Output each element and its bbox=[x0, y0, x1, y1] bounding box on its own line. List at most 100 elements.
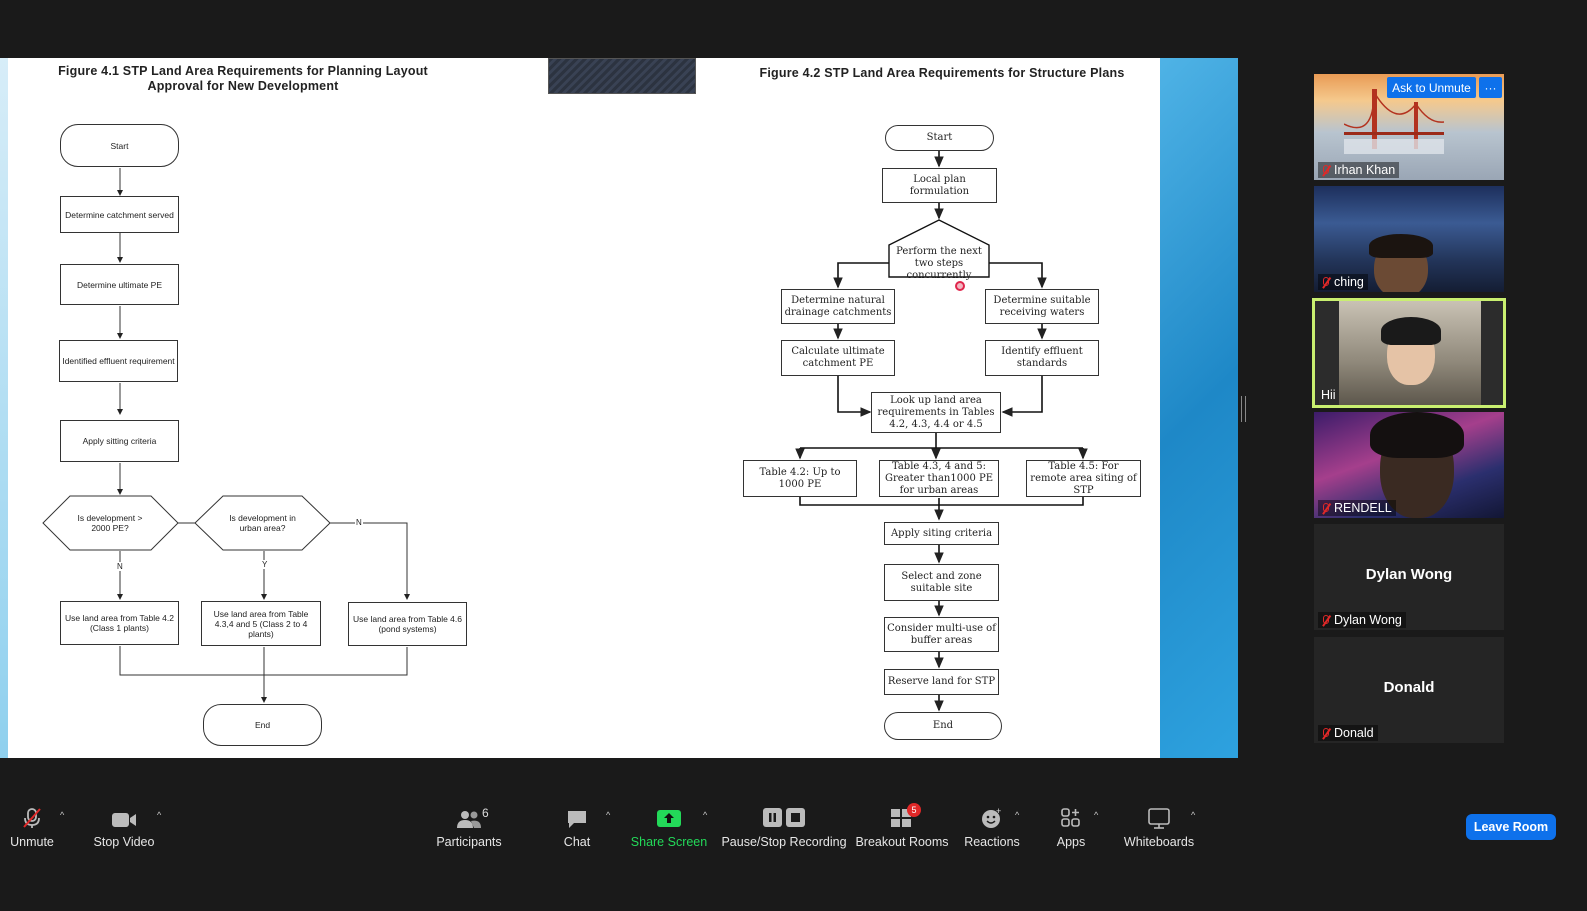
concurrent-steps-shape bbox=[888, 219, 990, 278]
ask-to-unmute-button[interactable]: Ask to Unmute bbox=[1387, 77, 1476, 98]
right-end-node: End bbox=[884, 712, 1002, 740]
label-yes-urban: Y bbox=[261, 560, 269, 569]
buffer-areas-node: Consider multi-use of buffer areas bbox=[884, 617, 999, 652]
decision-pe-label: Is development > 2000 PE? bbox=[77, 513, 143, 533]
lookup-land-area-node: Look up land area requirements in Tables… bbox=[871, 392, 1001, 433]
chat-options-chevron-icon[interactable]: ^ bbox=[606, 810, 611, 820]
shared-screen: Figure 4.1 STP Land Area Requirements fo… bbox=[0, 58, 1238, 758]
participants-button[interactable]: 6 Participants bbox=[436, 805, 502, 849]
determine-catchment-node: Determine catchment served bbox=[60, 196, 179, 233]
natural-drainage-node: Determine natural drainage catchments bbox=[781, 289, 895, 324]
video-options-chevron-icon[interactable]: ^ bbox=[157, 810, 162, 820]
participant-name-tag: ching bbox=[1318, 274, 1368, 290]
pause-stop-recording-button[interactable]: Pause/Stop Recording bbox=[721, 800, 847, 853]
breakout-rooms-button[interactable]: 5 Breakout Rooms bbox=[855, 803, 949, 849]
participant-tile-dylan-wong[interactable]: Dylan Wong Dylan Wong bbox=[1314, 524, 1504, 630]
table-4-5-node: Table 4.5: For remote area siting of STP bbox=[1026, 460, 1141, 497]
participant-name-tag: Hii bbox=[1321, 388, 1336, 402]
participant-tile-ching[interactable]: ching bbox=[1314, 186, 1504, 292]
use-table-4-3-node: Use land area from Table 4.3,4 and 5 (Cl… bbox=[201, 601, 321, 646]
participant-display-name: Dylan Wong bbox=[1365, 565, 1453, 583]
apps-button[interactable]: Apps bbox=[1052, 800, 1090, 853]
golden-gate-background-icon bbox=[1344, 89, 1444, 154]
effluent-standards-node: Identify effluent standards bbox=[985, 340, 1099, 376]
reserve-land-node: Reserve land for STP bbox=[884, 669, 999, 695]
reactions-button[interactable]: + Reactions bbox=[964, 805, 1020, 849]
decision-shape-urban bbox=[194, 495, 331, 551]
use-table-4-2-node: Use land area from Table 4.2 (Class 1 pl… bbox=[60, 601, 179, 645]
breakout-rooms-badge: 5 bbox=[907, 803, 921, 817]
slide-left-edge bbox=[0, 58, 8, 758]
share-options-chevron-icon[interactable]: ^ bbox=[703, 810, 708, 820]
audio-options-chevron-icon[interactable]: ^ bbox=[60, 810, 65, 820]
decision-urban-label: Is development in urban area? bbox=[229, 513, 296, 533]
table-4-2-node: Table 4.2: Up to 1000 PE bbox=[743, 460, 857, 497]
figure-4-2-title: Figure 4.2 STP Land Area Requirements fo… bbox=[759, 66, 1125, 80]
annotation-cursor-icon bbox=[955, 281, 965, 291]
mic-muted-icon bbox=[1320, 727, 1331, 740]
participant-name-tag: Dylan Wong bbox=[1318, 612, 1406, 628]
right-start-node: Start bbox=[885, 125, 994, 151]
flowchart-connectors bbox=[42, 151, 1088, 712]
whiteboards-button[interactable]: Whiteboards bbox=[1122, 800, 1196, 853]
participants-count: 6 bbox=[482, 806, 489, 820]
apps-options-chevron-icon[interactable]: ^ bbox=[1094, 810, 1099, 820]
unmute-button[interactable]: Unmute bbox=[5, 800, 59, 853]
chat-bubble-icon bbox=[560, 805, 594, 829]
figure-4-1-title-line1: Figure 4.1 STP Land Area Requirements fo… bbox=[58, 64, 428, 78]
local-plan-node: Local plan formulation bbox=[882, 168, 997, 203]
participant-name-tag: Donald bbox=[1318, 725, 1378, 741]
label-no-pe: N bbox=[116, 562, 124, 571]
panel-resize-handle[interactable] bbox=[1241, 396, 1246, 422]
determine-ultimate-pe-node: Determine ultimate PE bbox=[60, 264, 179, 305]
perform-concurrently-label: Perform the next two steps concurrently bbox=[896, 246, 982, 281]
participant-tile-rendell[interactable]: RENDELL bbox=[1314, 412, 1504, 518]
participant-name-tag: Irhan Khan bbox=[1318, 162, 1400, 178]
apply-sitting-criteria-node: Apply sitting criteria bbox=[60, 420, 179, 462]
mic-muted-icon bbox=[1320, 164, 1331, 177]
participant-name-tag: RENDELL bbox=[1318, 500, 1396, 516]
microphone-muted-icon bbox=[15, 805, 49, 829]
table-4-3-node: Table 4.3, 4 and 5: Greater than1000 PE … bbox=[879, 460, 999, 497]
chat-button[interactable]: Chat bbox=[560, 800, 594, 853]
share-screen-arrow-icon bbox=[652, 805, 686, 829]
apps-grid-icon bbox=[1054, 805, 1088, 829]
decision-shape-pe bbox=[42, 495, 179, 551]
more-options-button[interactable]: ··· bbox=[1479, 77, 1502, 98]
participant-video-hair bbox=[1369, 234, 1433, 258]
label-no-urban: N bbox=[355, 518, 363, 527]
stop-video-button[interactable]: Stop Video bbox=[92, 800, 156, 853]
document-page: Figure 4.1 STP Land Area Requirements fo… bbox=[8, 58, 1160, 758]
participants-icon: 6 bbox=[452, 805, 489, 829]
meeting-toolbar: Unmute ^ Stop Video ^ 6 Participants Cha… bbox=[0, 800, 1587, 853]
share-screen-button[interactable]: Share Screen bbox=[631, 800, 707, 853]
whiteboard-icon bbox=[1142, 805, 1176, 829]
svg-text:+: + bbox=[996, 807, 1001, 816]
participant-tile-donald[interactable]: Donald Donald bbox=[1314, 637, 1504, 743]
participant-display-name: Donald bbox=[1383, 678, 1435, 696]
reactions-options-chevron-icon[interactable]: ^ bbox=[1015, 810, 1020, 820]
receiving-waters-node: Determine suitable receiving waters bbox=[985, 289, 1099, 324]
left-end-node: End bbox=[203, 704, 322, 746]
calculate-pe-node: Calculate ultimate catchment PE bbox=[781, 340, 895, 376]
slide-decoration bbox=[1160, 58, 1238, 758]
left-start-node: Start bbox=[60, 124, 179, 167]
mic-muted-icon bbox=[1320, 502, 1331, 515]
whiteboards-options-chevron-icon[interactable]: ^ bbox=[1191, 810, 1196, 820]
figure-4-1-title-line2: Approval for New Development bbox=[147, 79, 339, 93]
leave-room-button[interactable]: Leave Room bbox=[1466, 814, 1556, 840]
apply-siting-criteria-node: Apply siting criteria bbox=[884, 522, 999, 545]
participant-tile-hii-active-speaker[interactable]: Hii bbox=[1312, 298, 1506, 408]
mic-muted-icon bbox=[1320, 276, 1331, 289]
participant-video-hair bbox=[1370, 412, 1464, 458]
participant-video-hair bbox=[1381, 317, 1441, 345]
select-zone-site-node: Select and zone suitable site bbox=[884, 564, 999, 601]
smiley-reaction-icon: + bbox=[975, 805, 1009, 829]
mic-muted-icon bbox=[1320, 614, 1331, 627]
use-table-4-6-node: Use land area from Table 4.6 (pond syste… bbox=[348, 602, 467, 646]
video-camera-icon bbox=[107, 805, 141, 829]
breakout-rooms-icon: 5 bbox=[885, 803, 921, 829]
presenter-thumbnail bbox=[548, 58, 696, 94]
pause-stop-icon bbox=[759, 805, 809, 829]
